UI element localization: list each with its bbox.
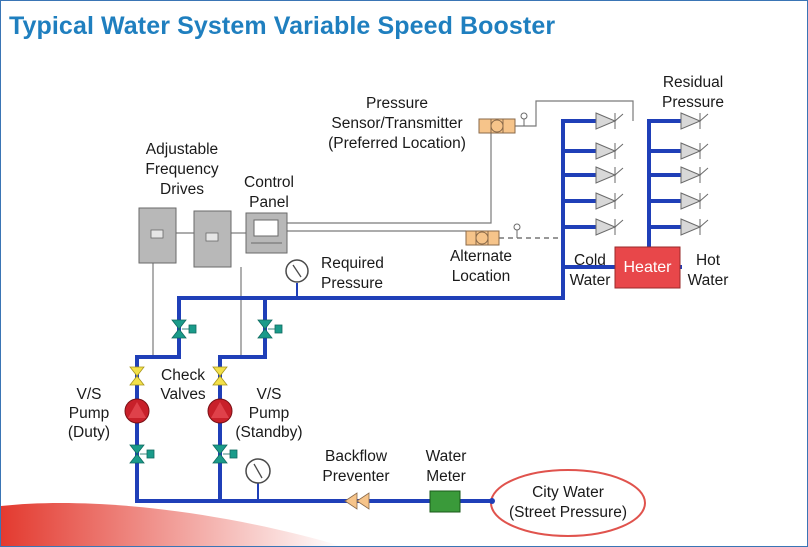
heater-box xyxy=(614,246,681,289)
water-meter-label-2: Meter xyxy=(426,468,466,485)
control-panel-label-1: Control xyxy=(244,174,294,191)
pressure-sensor-preferred xyxy=(478,112,528,134)
pressure-sensor-label-2: Sensor/Transmitter xyxy=(331,115,462,132)
backflow-preventer-icon xyxy=(344,492,370,510)
pressure-gauge-icon xyxy=(285,259,309,298)
control-panel-label-2: Panel xyxy=(249,194,289,211)
faucet-icon xyxy=(595,112,624,130)
check-valves xyxy=(129,366,228,386)
pump-duty-label-1: V/S xyxy=(77,386,102,403)
faucet-icon xyxy=(595,142,624,160)
isolation-valves xyxy=(129,319,283,464)
page-title: Typical Water System Variable Speed Boos… xyxy=(9,12,556,40)
pump-duty-icon xyxy=(124,398,150,424)
backflow-label-2: Preventer xyxy=(322,468,389,485)
valve-icon xyxy=(257,319,283,339)
required-pressure-label-2: Pressure xyxy=(321,275,383,292)
pressure-sensor-label-3: (Preferred Location) xyxy=(328,135,466,152)
backflow-label-1: Backflow xyxy=(325,448,388,465)
control-panel xyxy=(245,212,288,254)
afd-drive-duty xyxy=(138,207,177,264)
pump-standby-icon xyxy=(207,398,233,424)
faucet-icon xyxy=(680,112,709,130)
check-valve-icon xyxy=(212,366,228,386)
pump-duty-label-3: (Duty) xyxy=(68,424,110,441)
check-valve-icon xyxy=(129,366,145,386)
city-water-label-1: City Water xyxy=(532,484,604,501)
required-pressure-label-1: Required xyxy=(321,255,384,272)
afd-label-1: Adjustable xyxy=(146,141,218,158)
city-water-label-2: (Street Pressure) xyxy=(509,504,627,521)
suction-gauge-icon xyxy=(245,458,271,501)
valve-icon xyxy=(212,444,238,464)
pump-duty-label-2: Pump xyxy=(69,405,110,422)
check-valves-label-2: Valves xyxy=(160,386,206,403)
faucet-icon xyxy=(680,166,709,184)
pressure-sensor-alternate xyxy=(465,223,521,246)
pump-standby-label-1: V/S xyxy=(257,386,282,403)
faucet-icon xyxy=(680,142,709,160)
city-water-connection xyxy=(489,498,495,504)
hot-water-label-2: Water xyxy=(688,272,729,289)
residual-pressure-label-2: Pressure xyxy=(662,94,724,111)
city-water-outline xyxy=(490,469,646,537)
faucet-icon xyxy=(595,218,624,236)
faucet-icon xyxy=(595,166,624,184)
check-valves-label-1: Check xyxy=(161,367,205,384)
labels: Adjustable Frequency Drives Control Pane… xyxy=(68,74,728,521)
faucet-icon xyxy=(595,192,624,210)
pressure-sensor-label-1: Pressure xyxy=(366,95,428,112)
residual-pressure-label-1: Residual xyxy=(663,74,723,91)
heater-label: Heater xyxy=(623,259,672,276)
pump-standby-label-3: (Standby) xyxy=(235,424,302,441)
alternate-label-2: Location xyxy=(452,268,511,285)
cold-water-label-1: Cold xyxy=(574,252,606,269)
cold-water-fixtures xyxy=(595,112,624,236)
decorative-swoosh xyxy=(1,502,341,546)
hot-water-fixtures xyxy=(680,112,709,236)
afd-drive-standby xyxy=(193,210,232,268)
valve-icon xyxy=(171,319,197,339)
alternate-label-1: Alternate xyxy=(450,248,512,265)
pump-standby-label-2: Pump xyxy=(249,405,290,422)
afd-label-3: Drives xyxy=(160,181,204,198)
hot-water-label-1: Hot xyxy=(696,252,721,269)
faucet-icon xyxy=(680,192,709,210)
valve-icon xyxy=(129,444,155,464)
water-meter-label-1: Water xyxy=(426,448,467,465)
cold-water-label-2: Water xyxy=(570,272,611,289)
afd-label-2: Frequency xyxy=(145,161,218,178)
faucet-icon xyxy=(680,218,709,236)
water-meter-icon xyxy=(429,490,461,513)
